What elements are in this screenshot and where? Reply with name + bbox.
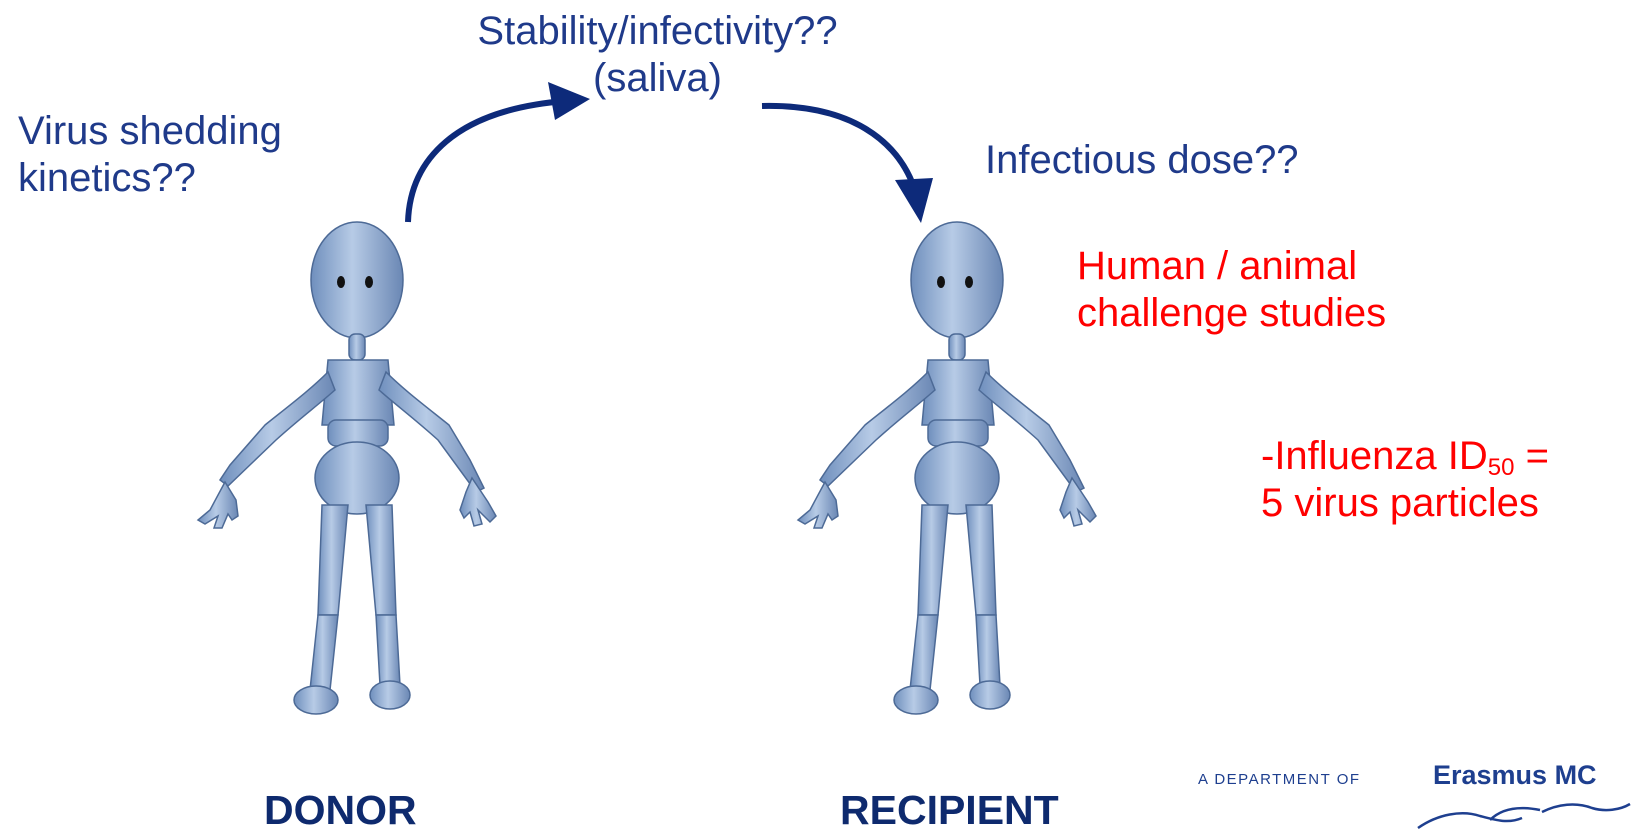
stability-line-1: Stability/infectivity??	[0, 8, 1315, 55]
shedding-line-2: kinetics??	[18, 155, 282, 202]
logo-swash-icon	[1190, 752, 1633, 834]
influenza-prefix: -Influenza ID	[1261, 434, 1488, 478]
stability-infectivity-text: Stability/infectivity?? (saliva)	[0, 8, 1315, 102]
influenza-line-2: 5 virus particles	[1261, 480, 1549, 527]
influenza-suffix: =	[1514, 434, 1548, 478]
id-subscript: 50	[1488, 454, 1515, 481]
saliva-to-recipient-arrow	[762, 106, 915, 190]
shedding-line-1: Virus shedding	[18, 108, 282, 155]
saliva-to-recipient-arrowhead	[895, 178, 933, 223]
donor-label: DONOR	[264, 787, 417, 834]
virus-shedding-text: Virus shedding kinetics??	[18, 108, 282, 202]
stability-line-2: (saliva)	[0, 55, 1315, 102]
erasmus-mc-logo: A DEPARTMENT OF Erasmus MC	[1190, 752, 1633, 834]
recipient-label: RECIPIENT	[840, 787, 1059, 834]
recipient-figure	[770, 220, 1110, 740]
human-line-1: Human / animal	[1077, 243, 1386, 290]
infectious-dose-text: Infectious dose??	[985, 137, 1299, 184]
donor-to-saliva-arrow	[408, 101, 565, 222]
donor-figure	[170, 220, 510, 740]
human-line-2: challenge studies	[1077, 290, 1386, 337]
influenza-line-1: -Influenza ID50 =	[1261, 433, 1549, 480]
challenge-studies-text: Human / animal challenge studies	[1077, 243, 1386, 337]
influenza-id50-text: -Influenza ID50 = 5 virus particles	[1261, 433, 1549, 527]
